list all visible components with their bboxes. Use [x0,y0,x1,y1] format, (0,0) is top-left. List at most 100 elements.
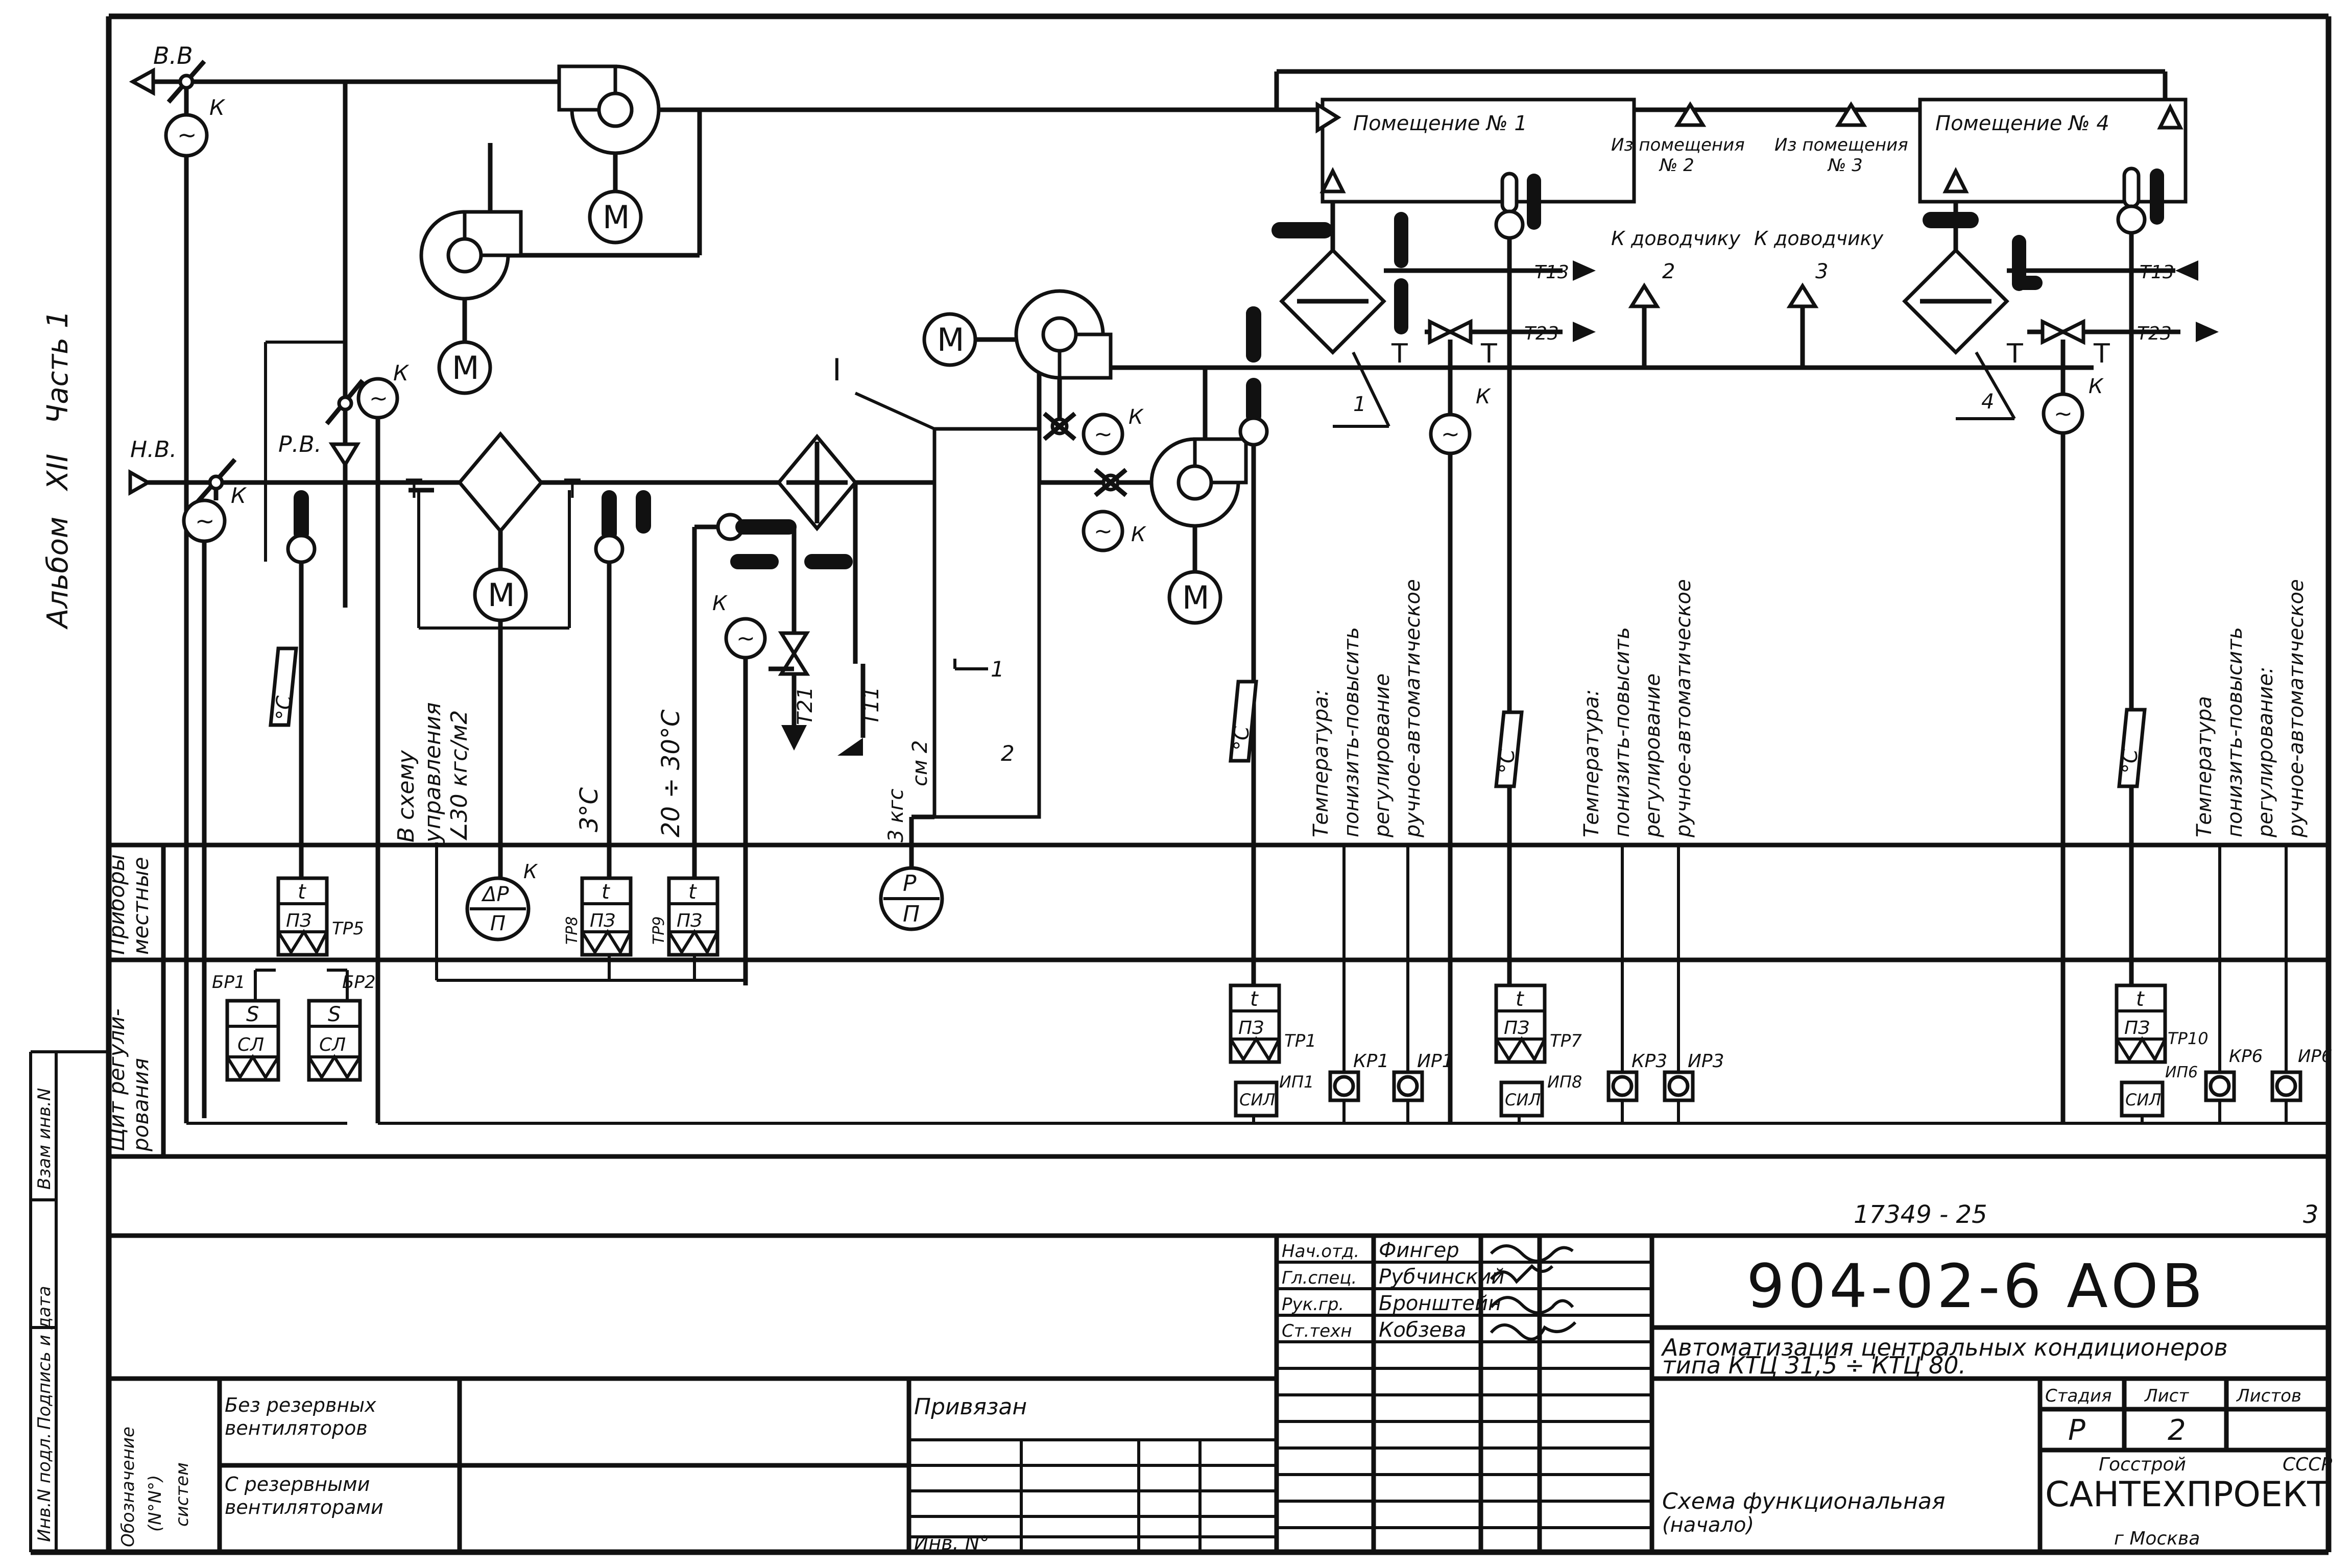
label-room4: Помещение № 4 [1935,112,2109,135]
instr-dp: ΔР П К [465,860,538,942]
label-20-30c: 20 ÷ 30°С [657,709,685,837]
instr-ir6: ИР6 [2270,1046,2333,1102]
svg-text:ИР1: ИР1 [1417,1051,1454,1072]
sheet-corner: 3 [2303,1200,2319,1229]
role-1: Нач.отд. [1282,1241,1359,1262]
svg-text:T: T [564,474,581,504]
svg-text:ПЗ: ПЗ [286,910,311,931]
with-reserve-2: вентиляторами [225,1496,383,1518]
org-sssr: СССР [2283,1454,2332,1475]
label-temp-control-3: Температура понизить-повысить регулирова… [2193,579,2308,838]
room1-deg-box: °С [1494,710,1524,788]
svg-text:регулирование: регулирование [1641,673,1665,838]
svg-text:СИЛ: СИЛ [1505,1090,1541,1109]
stage-value: Р [2068,1414,2085,1447]
svg-text:регулирование:: регулирование: [2254,667,2277,838]
svg-text:~: ~ [177,121,197,149]
svg-text:К: К [209,95,226,120]
label-I: I [832,352,842,388]
label-from2-a: Из помещения [1611,135,1745,155]
label-in-scheme: В схему управления ∠30 кгс/м2 [393,702,472,843]
label-closer-2: 2 [1662,260,1675,283]
svg-text:местные: местные [128,857,153,955]
svg-text:ΔР: ΔР [481,883,509,906]
instr-br2: S СЛ БР2 [307,972,375,1082]
label-t23-room1: Т23 [1524,323,1559,344]
svg-text:ИП6: ИП6 [2165,1064,2198,1081]
room4-deg-box: °С [2117,708,2147,788]
org-city: г Москва [2114,1528,2200,1549]
svg-text:ПЗ: ПЗ [2124,1018,2150,1039]
svg-text:t: t [1250,987,1259,1011]
svg-text:ПЗ: ПЗ [1238,1018,1264,1039]
label-room4-n: 4 [1981,390,1994,414]
humidifier-chamber [854,392,1041,819]
svg-text:К: К [2089,375,2104,398]
svg-text:К: К [712,592,728,615]
svg-text:°С: °С [273,695,296,720]
svg-text:М: М [488,576,515,614]
svg-text:3 кгс: 3 кгс [884,789,908,842]
project-line-1: Автоматизация центральных кондиционеров [1661,1334,2228,1361]
instr-tr8: t ПЗ ТР8 [563,876,633,957]
org-santehproekt: САНТЕХПРОЕКТ [2045,1475,2329,1515]
svg-text:~: ~ [1441,421,1460,447]
designer-names: Нач.отд. Фингер Гл.спец. Рубчинский Рук.… [1282,1239,1504,1342]
instr-tr10: t ПЗ ТР10 СИЛ ИП6 [2115,983,2209,1118]
label-t11: Т11 [860,687,883,725]
svg-text:T: T [2006,339,2023,369]
svg-text:ручное-автоматическое: ручное-автоматическое [2285,579,2308,838]
role-3: Рук.гр. [1282,1294,1344,1315]
svg-text:М: М [937,321,965,358]
instr-ir1: ИР1 [1392,1051,1454,1102]
svg-text:М: М [603,199,630,236]
instr-tr5: t ПЗ ТР5 [276,876,364,957]
systems-header: Обозначение (N°N°) систем [118,1427,193,1547]
without-reserve-1: Без резервных [225,1394,376,1416]
side-inv-podl: Инв.N подл. [34,1433,55,1542]
label-nv: Н.В. [130,437,177,463]
svg-text:ТР5: ТР5 [332,919,364,939]
svg-text:~: ~ [1094,518,1113,544]
svg-text:ИР3: ИР3 [1688,1051,1724,1072]
svg-text:П: П [903,901,920,927]
svg-text:СИЛ: СИЛ [1239,1090,1275,1109]
label-chamber-1: 1 [991,657,1004,682]
stage-header: Стадия [2045,1386,2111,1406]
heater: ~ К [692,433,866,985]
instr-tr1: t ПЗ ТР1 СИЛ ИП1 [1229,983,1316,1118]
sheet-header: Лист [2144,1386,2189,1406]
row-label-local: Приборы местные [104,854,153,955]
svg-text:БР1: БР1 [212,972,245,993]
svg-text:ПЗ: ПЗ [1504,1018,1529,1039]
label-from3-b: № 3 [1827,155,1863,176]
signal-lines [1252,845,2288,1123]
label-room1-n: 1 [1353,393,1366,416]
label-room1: Помещение № 1 [1353,112,1527,135]
svg-text:ручное-автоматическое: ручное-автоматическое [1672,579,1695,838]
svg-text:t: t [602,880,610,904]
svg-text:рования: рования [128,1058,153,1152]
svg-text:°С: °С [1230,726,1254,751]
supply-temp-sensor: °С [1229,306,1269,985]
project-line-2: типа КТЦ 31,5 ÷ КТЦ 80. [1662,1352,1966,1379]
svg-text:КР3: КР3 [1631,1051,1667,1072]
name-2: Рубчинский [1379,1265,1504,1289]
svg-text:К: К [1129,405,1144,429]
svg-text:К: К [523,860,538,883]
label-vv: В.В [153,42,193,69]
svg-text:t: t [688,880,697,904]
instr-kr1: КР1 [1328,1051,1389,1102]
svg-text:ТР1: ТР1 [1284,1031,1316,1051]
privyazan: Привязан [914,1394,1027,1420]
svg-text:T: T [2093,339,2110,369]
svg-text:t: t [2136,987,2145,1011]
label-temp-control-2: Температура: понизить-повысить регулиров… [1580,579,1695,838]
side-part: Часть 1 [41,310,75,424]
supply-fan-main: М ~ К [922,289,1144,455]
svg-text:ТР7: ТР7 [1550,1031,1582,1051]
label-from2-b: № 2 [1659,155,1694,176]
svg-text:ИР6: ИР6 [2298,1046,2333,1067]
svg-text:регулирование: регулирование [1371,673,1394,838]
label-t21: Т21 [794,687,817,725]
